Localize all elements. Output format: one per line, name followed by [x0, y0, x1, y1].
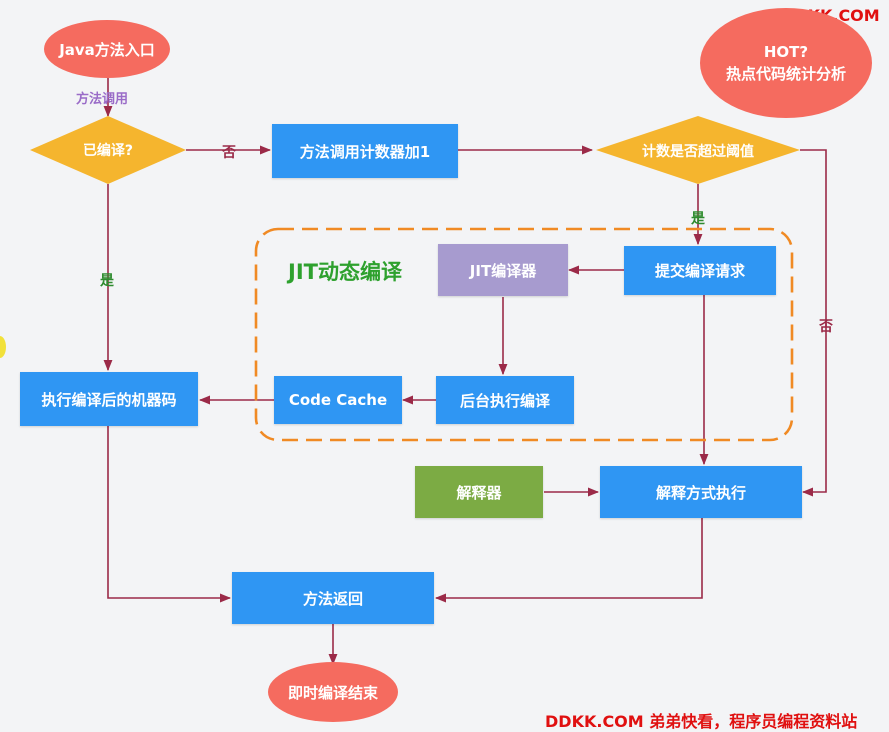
threshold-check-diamond	[596, 116, 800, 184]
edge-label-method-call: 方法调用	[76, 92, 129, 107]
edge-marker	[0, 336, 6, 358]
hot-spot-node: HOT? 热点代码统计分析	[700, 8, 872, 118]
compiled-check-label: 已编译?	[82, 143, 134, 159]
edge-label-yes-compiled: 是	[100, 273, 114, 289]
jit-group-border	[254, 227, 794, 442]
counter-add-box: 方法调用计数器加1	[272, 124, 458, 178]
code-cache-box: Code Cache	[274, 376, 402, 424]
end-node: 即时编译结束	[268, 662, 398, 722]
start-node: Java方法入口	[44, 20, 170, 78]
exec-machine-code-box: 执行编译后的机器码	[20, 372, 198, 426]
background-compile-box: 后台执行编译	[436, 376, 574, 424]
hot-title: HOT?	[763, 43, 809, 61]
interpret-exec-box: 解释方式执行	[600, 466, 802, 518]
edge-label-no-threshold: 否	[819, 319, 833, 335]
jit-compiler-box: JIT编译器	[438, 244, 568, 296]
jit-group-title: JIT动态编译	[288, 260, 402, 284]
arrow-threshold-to-interpret	[800, 149, 827, 497]
arrow-exec-to-return	[107, 426, 232, 603]
method-return-box: 方法返回	[232, 572, 434, 624]
threshold-check-label: 计数是否超过阈值	[642, 144, 754, 160]
edge-label-yes-threshold: 是	[691, 211, 705, 227]
hot-subtitle: 热点代码统计分析	[725, 65, 846, 83]
edge-label-no-compiled: 否	[222, 145, 236, 161]
interpreter-box: 解释器	[415, 466, 543, 518]
compiled-check-diamond	[30, 116, 186, 184]
arrow-interpret-to-return	[434, 518, 703, 603]
watermark-bottom: DDKK.COM 弟弟快看，程序员编程资料站	[545, 712, 858, 731]
submit-request-box: 提交编译请求	[624, 246, 776, 295]
